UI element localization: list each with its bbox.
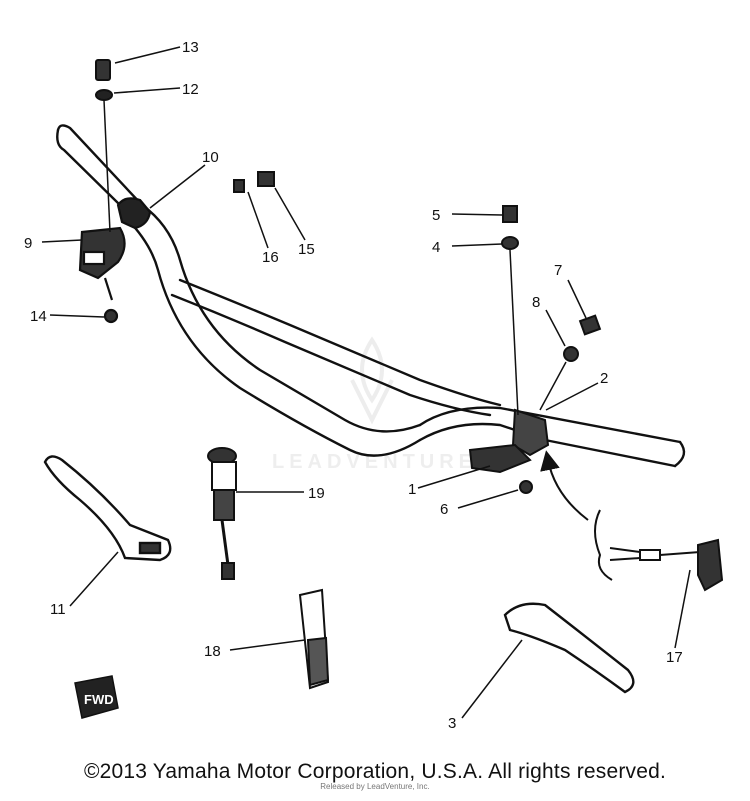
fwd-label: FWD bbox=[84, 692, 114, 707]
callout-3: 3 bbox=[448, 715, 456, 732]
callout-1: 1 bbox=[408, 481, 416, 498]
callout-12: 12 bbox=[182, 81, 199, 98]
brake-lever bbox=[503, 602, 635, 694]
callout-labels: 1 2 3 4 5 6 7 8 9 10 11 12 13 14 15 16 1… bbox=[24, 39, 683, 732]
switch-wire bbox=[540, 450, 724, 592]
callout-16: 16 bbox=[262, 249, 279, 266]
bolt-13 bbox=[95, 59, 113, 233]
callout-10: 10 bbox=[202, 149, 219, 166]
callout-5: 5 bbox=[432, 207, 440, 224]
kill-switch bbox=[207, 447, 237, 580]
handlebar bbox=[56, 124, 686, 468]
callout-13: 13 bbox=[182, 39, 199, 56]
callout-11: 11 bbox=[50, 601, 66, 618]
watermark-small-text: Released by LeadVenture, Inc. bbox=[320, 782, 430, 791]
callout-19: 19 bbox=[308, 485, 325, 502]
callout-8: 8 bbox=[532, 294, 540, 311]
watermark-brand: LEADVENTURE bbox=[272, 451, 477, 473]
callout-7: 7 bbox=[554, 262, 562, 279]
right-lever-bracket bbox=[468, 408, 550, 494]
callout-15: 15 bbox=[298, 241, 315, 258]
watermark: LEADVENTURE bbox=[272, 336, 477, 473]
callout-18: 18 bbox=[204, 643, 221, 660]
bolt-5 bbox=[501, 205, 519, 416]
clutch-lever bbox=[43, 455, 172, 562]
callout-9: 9 bbox=[24, 235, 32, 252]
callout-17: 17 bbox=[666, 649, 683, 666]
cable-strap bbox=[298, 588, 330, 690]
callout-6: 6 bbox=[440, 501, 448, 518]
fwd-badge: FWD bbox=[74, 675, 119, 719]
callout-4: 4 bbox=[432, 239, 440, 256]
left-lever-bracket bbox=[78, 197, 152, 324]
callout-2: 2 bbox=[600, 370, 608, 387]
bolt-7 bbox=[539, 314, 602, 411]
copyright-notice: ©2013 Yamaha Motor Corporation, U.S.A. A… bbox=[83, 760, 667, 783]
callout-14: 14 bbox=[30, 308, 47, 325]
bolt-15 bbox=[233, 171, 275, 193]
leader-lines bbox=[41, 46, 691, 719]
